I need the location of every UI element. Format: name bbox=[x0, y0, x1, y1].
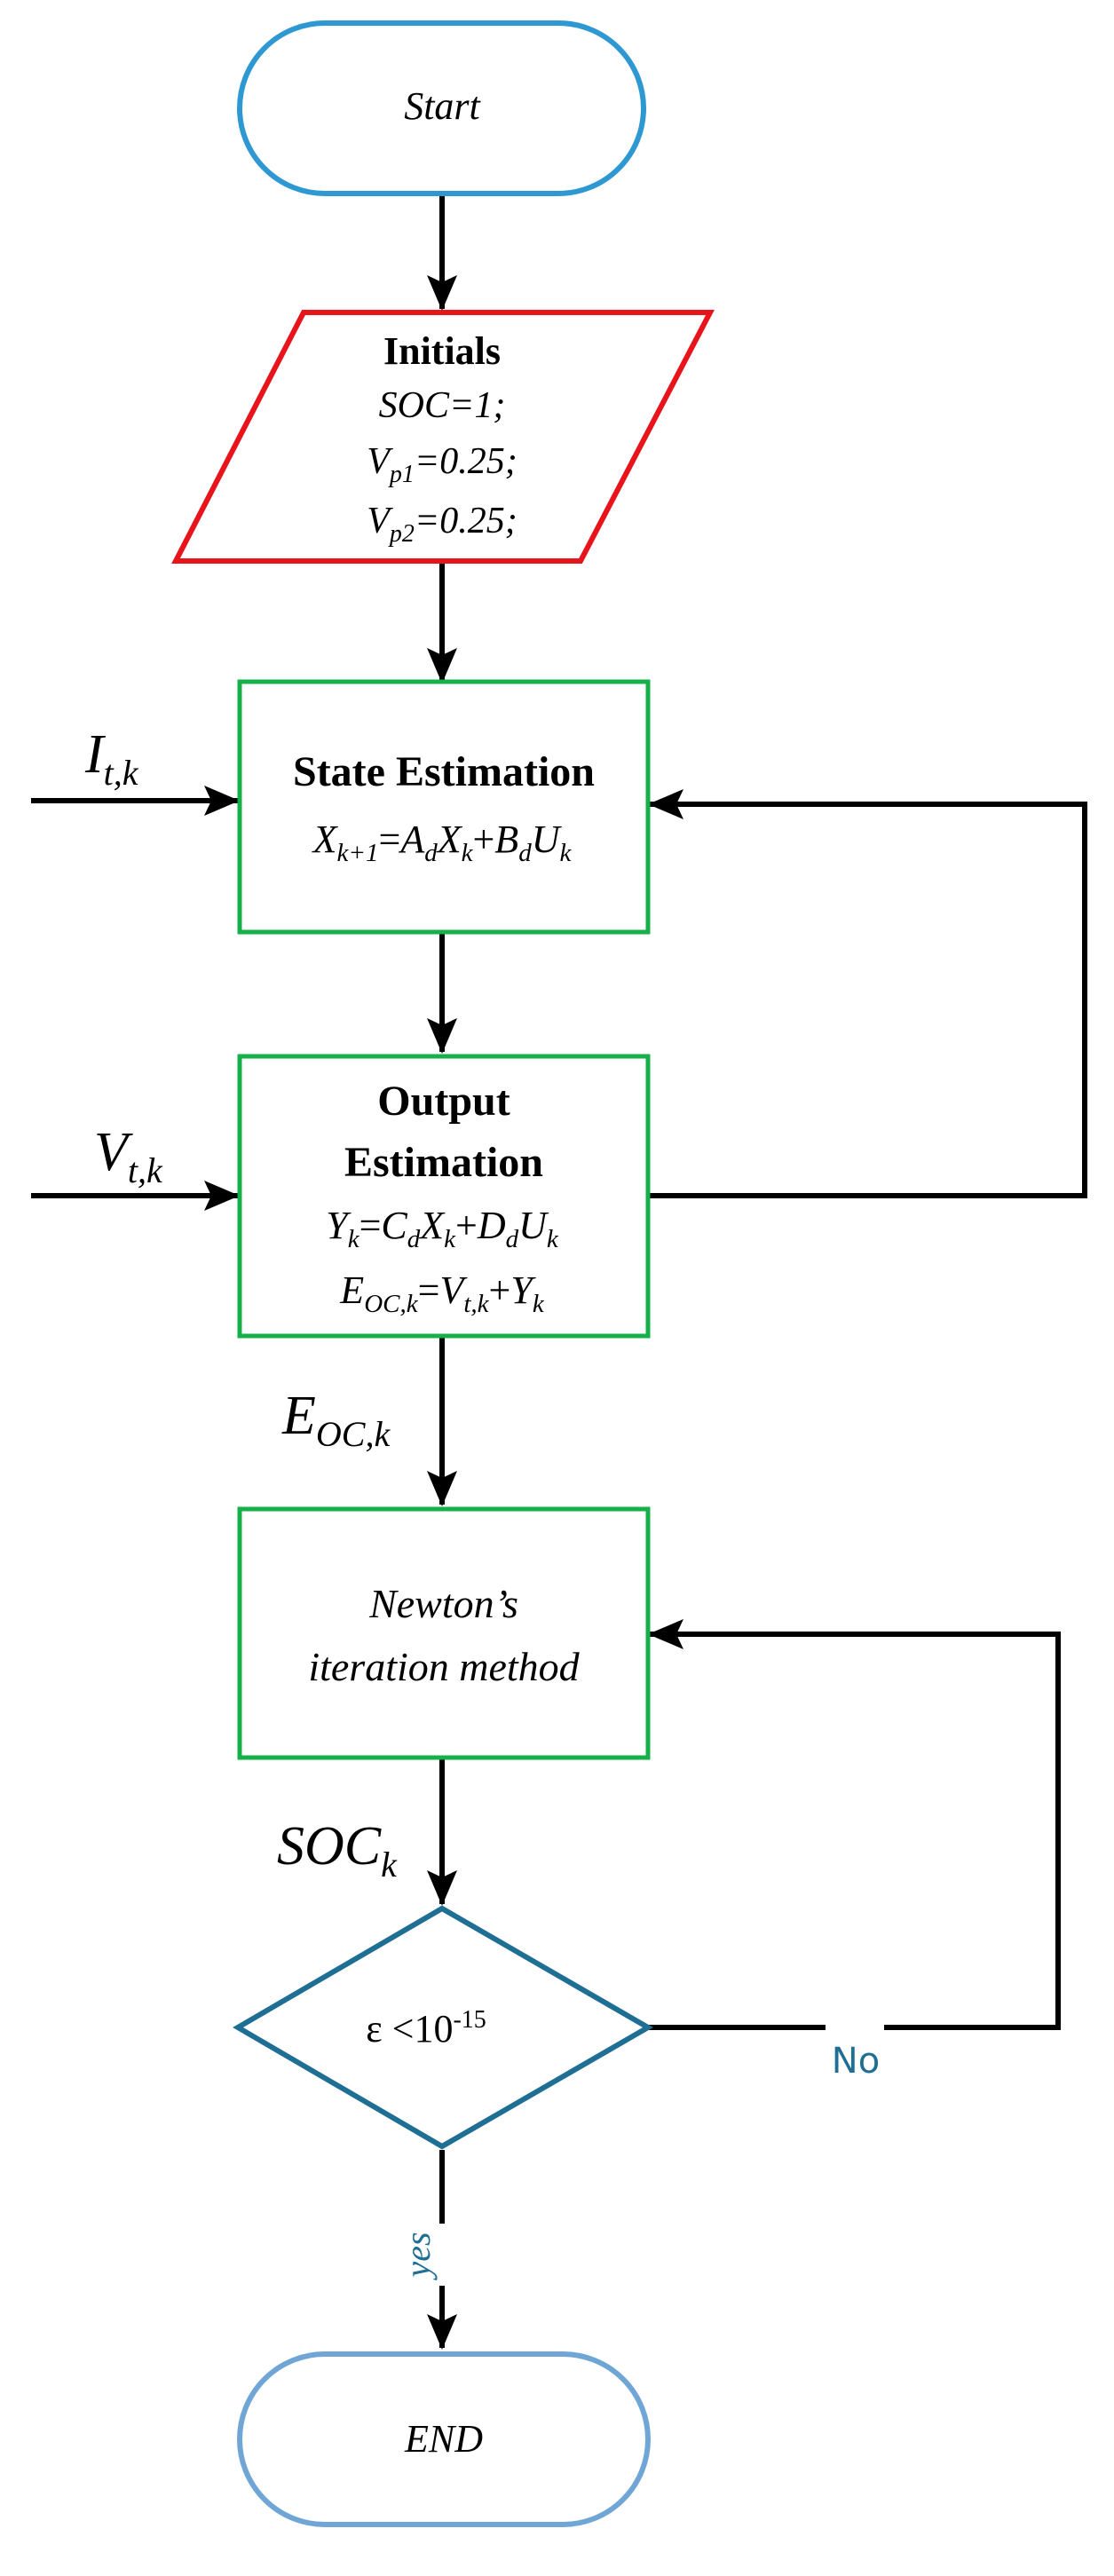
state-estimation-box: State Estimation Xk+1=AdXk+BdUk bbox=[237, 679, 651, 935]
eoc-equation: EOC,k=Vt,k+Yk bbox=[339, 1268, 545, 1318]
decision-condition: ε <10-15 bbox=[366, 2006, 486, 2051]
no-label: No bbox=[832, 2041, 880, 2082]
output-equation: Yk=CdXk+DdUk bbox=[326, 1204, 559, 1253]
newton-box: Newton’s iteration method bbox=[237, 1506, 651, 1760]
start-label: Start bbox=[404, 84, 481, 128]
output-estimation-box: Output Estimation Yk=CdXk+DdUk EOC,k=Vt,… bbox=[237, 1054, 651, 1339]
feedback-output-to-state bbox=[648, 789, 1087, 1198]
end-label: END bbox=[404, 2417, 483, 2461]
initials-soc: SOC=1; bbox=[379, 385, 506, 426]
feedback-no-loop bbox=[648, 1619, 1061, 2030]
initials-vp2: Vp2=0.25; bbox=[367, 501, 517, 548]
output-estimation-title-2: Estimation bbox=[344, 1139, 543, 1186]
eoc-label: EOC,k bbox=[281, 1386, 391, 1454]
start-terminal: Start bbox=[237, 20, 646, 196]
output-estimation-title-1: Output bbox=[377, 1078, 510, 1125]
initials-vp1: Vp1=0.25; bbox=[367, 441, 517, 488]
end-terminal: END bbox=[237, 2351, 651, 2527]
voltage-input-label: Vt,k bbox=[94, 1122, 163, 1190]
newton-line-1: Newton’s bbox=[368, 1581, 518, 1626]
state-equation: Xk+1=AdXk+BdUk bbox=[312, 818, 573, 867]
soc-label: SOCk bbox=[277, 1816, 398, 1885]
current-input-label: It,k bbox=[84, 724, 139, 793]
initials-box: Initials SOC=1; Vp1=0.25; Vp2=0.25; bbox=[171, 310, 715, 564]
state-estimation-title: State Estimation bbox=[293, 748, 595, 795]
initials-title: Initials bbox=[383, 329, 501, 373]
connectors bbox=[31, 194, 1087, 2350]
newton-line-2: iteration method bbox=[308, 1644, 580, 1689]
yes-label: yes bbox=[398, 2232, 438, 2280]
decision-diamond: ε <10-15 bbox=[233, 1905, 653, 2150]
